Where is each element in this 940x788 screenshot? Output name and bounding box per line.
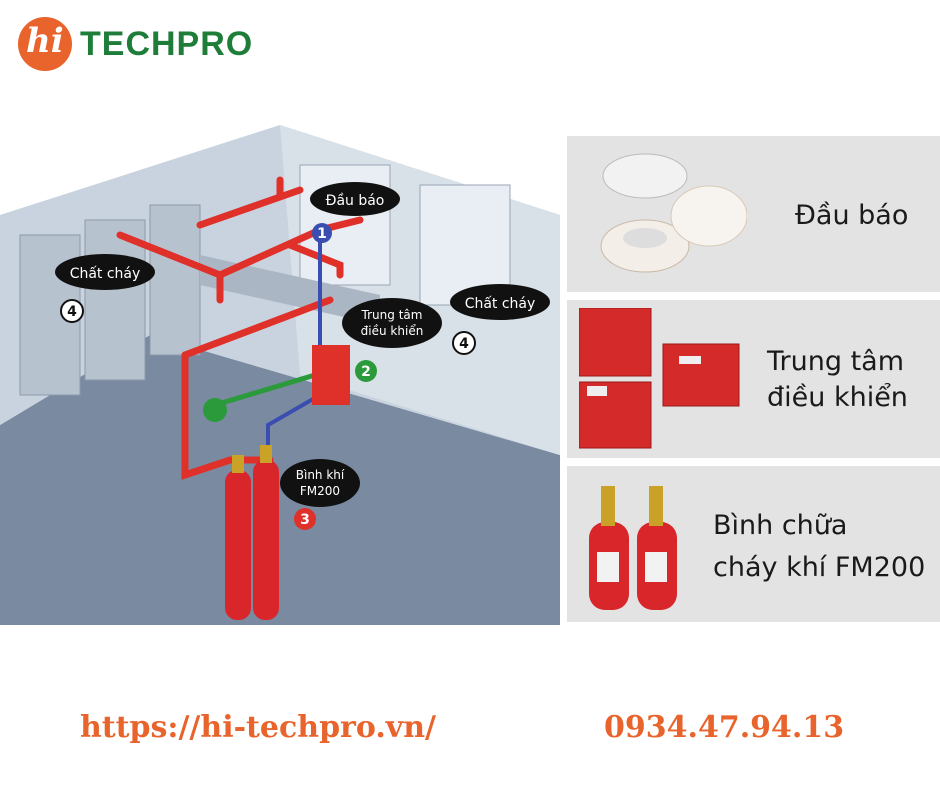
callout-fuel-right: Chất cháy 4 [450,284,550,355]
callout-fuel-left: Chất cháy 4 [55,254,155,323]
release-head-icon [203,398,227,422]
phone-number[interactable]: 0934.47.94.13 [604,710,845,745]
desk [200,255,380,325]
logo-mark-text: hi [26,21,64,61]
callout-fuel-right-text: Chất cháy [465,296,536,312]
panel-detector: Đầu báo [567,136,940,292]
callout-fuel-left-text: Chất cháy [70,266,141,282]
callout-control-text2: điều khiển [361,324,424,338]
callout-control: Trung tâm điều khiển 2 [342,298,442,382]
callout-cylinder-text2: FM200 [300,484,340,498]
callout-fuel-right-number: 4 [459,336,469,352]
callout-detector-number: 1 [317,226,327,242]
callout-control-text1: Trung tâm [361,308,423,322]
callout-fuel-left-number: 4 [67,304,77,320]
pipe-network [116,176,364,480]
signal-wires [266,235,322,445]
control-panel-icon [579,308,740,449]
cabinet [149,204,201,356]
control-panel-icon [312,345,350,405]
panel-cylinder-label2: cháy khí FM200 [713,552,926,583]
smoke-detector-icon [600,153,747,273]
callout-cylinder: Bình khí FM200 3 [280,459,360,530]
callout-detector-text: Đầu báo [326,193,385,209]
website-link[interactable]: https://hi-techpro.vn/ [80,710,436,745]
panel-control-label2: điều khiển [767,382,908,413]
gas-cylinder-icon [589,486,677,610]
logo-mark: hi [18,17,72,71]
room-diagram: Đầu báo 1 Trung tâm điều khiển 2 Bình kh… [0,125,560,625]
panel-cylinder-label1: Bình chữa [713,510,848,541]
panel-control: Trung tâm điều khiển [567,300,940,458]
brand-name: TECHPRO [80,24,254,63]
callout-control-number: 2 [361,364,371,380]
cabinet [84,219,146,381]
panel-cylinder: Bình chữa cháy khí FM200 [567,466,940,622]
release-wire [214,372,316,408]
panel-detector-label: Đầu báo [795,200,909,231]
brand-logo: hi TECHPRO [18,14,253,74]
panel-control-label1: Trung tâm [767,346,905,377]
gas-cylinder-icon [225,445,279,620]
floor [0,335,560,625]
callout-cylinder-text1: Bình khí [296,468,345,482]
callout-detector: Đầu báo 1 [310,182,400,243]
callout-cylinder-number: 3 [300,512,310,528]
